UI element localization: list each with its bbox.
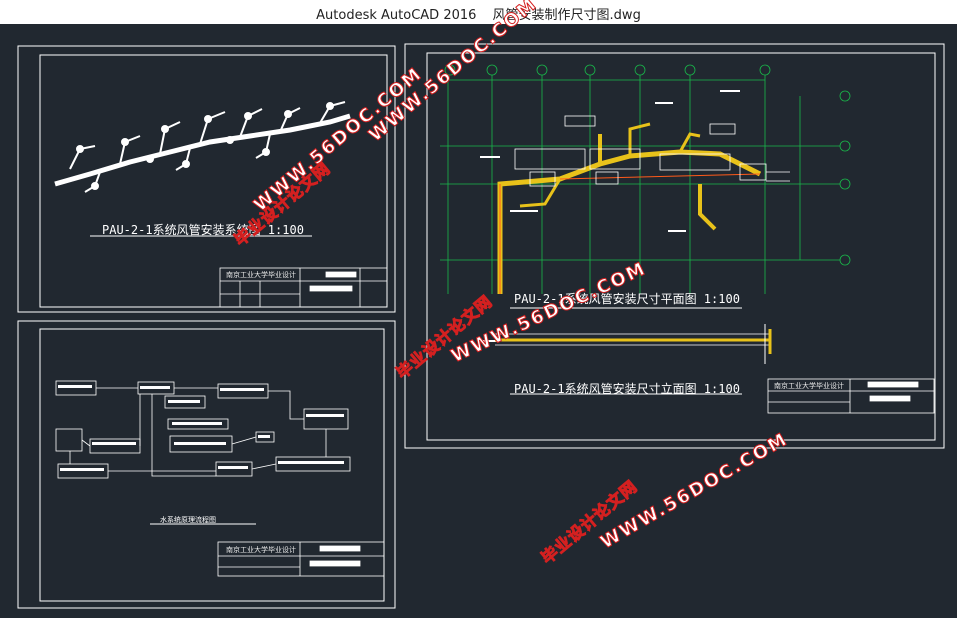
plan-grid: [440, 74, 840, 294]
system-sheet-outer: [17, 45, 396, 313]
elevation-drawing: [495, 324, 772, 364]
plan-drawing-caption: PAU-2-1系统风管安装尺寸平面图 1:100: [514, 292, 740, 306]
water-title-block-school: 南京工业大学毕业设计: [226, 546, 296, 554]
water-flow-diagram: [55, 380, 351, 479]
drawing-canvas[interactable]: [0, 24, 957, 618]
system-drawing-caption: PAU-2-1系统风管安装系统图 1:100: [102, 223, 304, 237]
water-flow-labels: [58, 385, 344, 471]
plan-ducts: [497, 115, 790, 294]
plan-sheet-outer: [404, 43, 945, 449]
app-title: Autodesk AutoCAD 2016: [316, 8, 477, 23]
file-name: 风管安装制作尺寸图.dwg: [492, 8, 641, 23]
water-title-block: [217, 541, 385, 577]
title-bar: Autodesk AutoCAD 2016 风管安装制作尺寸图.dwg: [0, 0, 957, 24]
system-title-block-school: 南京工业大学毕业设计: [226, 271, 296, 279]
window-title: Autodesk AutoCAD 2016 风管安装制作尺寸图.dwg: [0, 4, 957, 23]
plan-title-block-school: 南京工业大学毕业设计: [774, 382, 844, 390]
water-sheet-outer: [17, 320, 396, 609]
plan-title-block: [767, 378, 935, 414]
water-drawing-caption: 水系统原理流程图: [160, 516, 216, 524]
water-sheet-inner: [39, 328, 385, 602]
elevation-drawing-caption: PAU-2-1系统风管安装尺寸立面图 1:100: [514, 382, 740, 396]
system-title-block: [219, 267, 388, 308]
sheet-frames: [17, 43, 945, 609]
plan-grid-bubbles: [444, 64, 851, 266]
system-duct-drawing: [54, 101, 351, 193]
system-sheet-inner: [39, 54, 388, 308]
plan-sheet-inner: [426, 52, 936, 441]
plan-dimension-ticks: [478, 90, 740, 342]
